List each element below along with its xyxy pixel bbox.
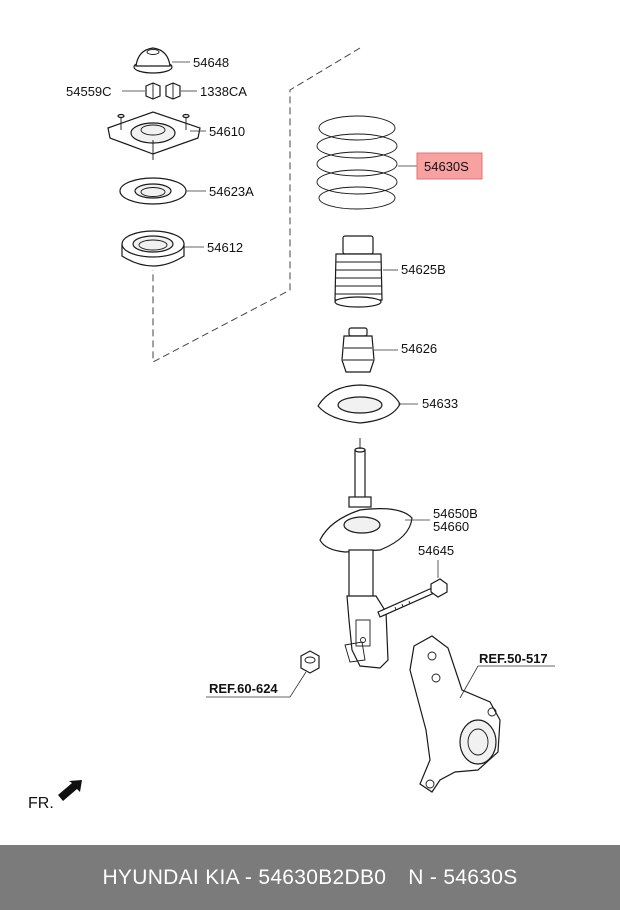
label-1338CA: 1338CA: [200, 84, 247, 99]
part-54612-bearing: [121, 230, 185, 267]
label-54625B: 54625B: [401, 262, 446, 277]
label-54610: 54610: [209, 124, 245, 139]
front-arrow-icon: [58, 780, 82, 801]
label-54645: 54645: [418, 543, 454, 558]
label-54648: 54648: [193, 55, 229, 70]
label-54630S: 54630S: [424, 159, 469, 174]
part-ref-50-517-knuckle: [409, 635, 501, 793]
footer-bar: HYUNDAI KIA - 54630B2DB0 N - 54630S: [0, 845, 620, 910]
highlight-54630S: [416, 152, 483, 180]
part-54645-bolt: [377, 578, 448, 618]
part-54623A-spring-seat: [119, 177, 187, 205]
label-front: FR.: [28, 795, 54, 812]
part-54559C-nut: [145, 82, 161, 100]
assembly-dashed-outline: [152, 47, 361, 363]
part-54626-bump-stopper: [341, 327, 375, 373]
label-ref-60-624: REF.60-624: [209, 681, 278, 696]
label-54612: 54612: [207, 240, 243, 255]
part-ref-60-624-nut: [300, 650, 320, 674]
part-54625B-dust-boot: [334, 235, 383, 308]
part-54650B-strut-assembly: [319, 438, 413, 669]
label-54626: 54626: [401, 341, 437, 356]
footer-oem-number: N - 54630S: [408, 865, 518, 889]
label-54633: 54633: [422, 396, 458, 411]
label-54559C: 54559C: [66, 84, 112, 99]
label-ref-50-517: REF.50-517: [479, 651, 548, 666]
label-54660: 54660: [433, 519, 469, 534]
part-54630S-coil-spring: [316, 115, 398, 210]
part-54633-spring-pad: [317, 384, 401, 424]
part-54610-strut-mount: [107, 111, 201, 160]
footer-brand-part-number: HYUNDAI KIA - 54630B2DB0: [102, 865, 387, 889]
label-54650B: 54650B: [433, 506, 478, 521]
part-1338CA-nut: [165, 82, 181, 100]
exploded-parts-diagram: 54648 54559C 1338CA 54610 54623A 54612 5…: [28, 47, 555, 812]
part-54648-dust-cap: [133, 47, 173, 74]
label-54623A: 54623A: [209, 184, 254, 199]
